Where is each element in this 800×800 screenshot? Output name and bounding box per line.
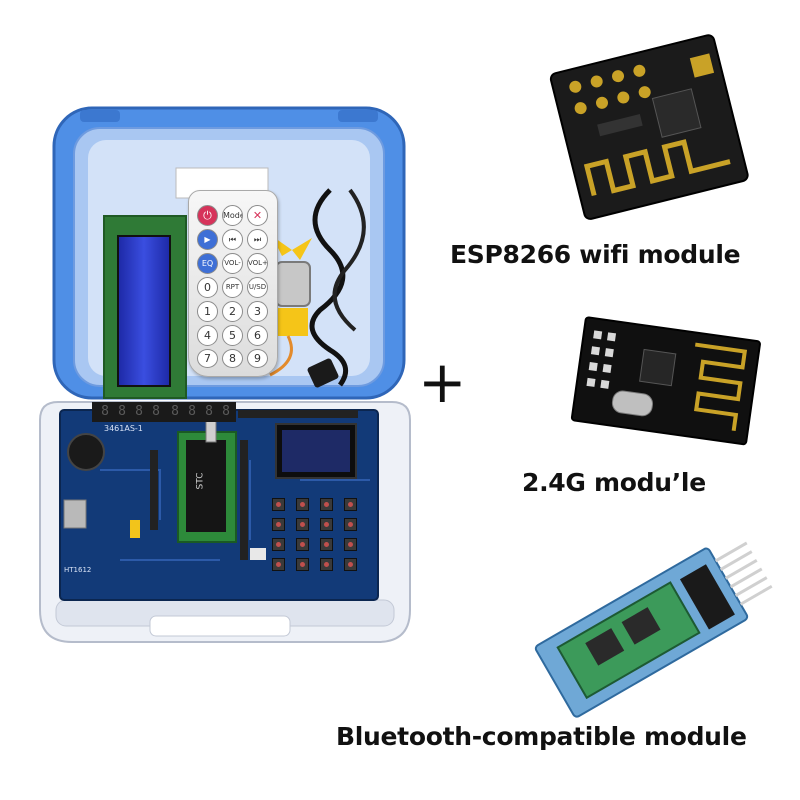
seg-digit: 8 — [101, 404, 109, 419]
tactile-button — [296, 498, 309, 511]
esp8266-module-image — [549, 34, 749, 220]
remote-button-rpt: RPT — [222, 277, 243, 298]
remote-button-4: 4 — [197, 325, 218, 346]
mute-icon: ✕ — [247, 205, 268, 226]
remote-button-5: 5 — [222, 325, 243, 346]
remote-button-usd: U/SD — [247, 277, 268, 298]
seg-digit: 8 — [205, 404, 213, 419]
remote-button-8: 8 — [222, 349, 243, 368]
rf-module-label: 2.4G modu’le — [522, 468, 706, 497]
lcd-screen — [117, 235, 171, 387]
remote-button-1: 1 — [197, 301, 218, 322]
bluetooth-module-label: Bluetooth-compatible module — [336, 722, 747, 751]
remote-button-0: 0 — [197, 277, 218, 298]
bluetooth-module-image — [534, 541, 773, 718]
tactile-button — [320, 538, 333, 551]
tactile-button — [344, 498, 357, 511]
tactile-button — [296, 558, 309, 571]
tactile-button — [296, 518, 309, 531]
lcd-1602-module — [103, 215, 187, 399]
plus-sign: + — [418, 348, 467, 416]
ir-remote-control: ⏻ Mode ✕ ▶ ⏮ ⏭ EQ VOL- VOL+ 0 RPT U/SD 1… — [188, 190, 278, 377]
tactile-button — [320, 498, 333, 511]
tactile-button — [272, 538, 285, 551]
esp8266-label: ESP8266 wifi module — [450, 240, 741, 269]
tactile-button — [272, 498, 285, 511]
seg-digit: 8 — [118, 404, 126, 419]
display-part-number: 3461AS-1 — [104, 424, 143, 433]
tactile-keypad — [272, 498, 372, 578]
remote-button-vol-up: VOL+ — [247, 253, 268, 274]
remote-button-9: 9 — [247, 349, 268, 368]
tactile-button — [320, 518, 333, 531]
buzzer — [67, 433, 105, 471]
remote-button-next: ⏭ — [247, 229, 268, 250]
board-marking: HT1612 — [64, 566, 92, 574]
tactile-button — [344, 538, 357, 551]
tactile-button — [320, 558, 333, 571]
remote-button-7: 7 — [197, 349, 218, 368]
seg-digit: 8 — [152, 404, 160, 419]
power-icon: ⏻ — [197, 205, 218, 226]
tactile-button — [344, 558, 357, 571]
seg-digit: 8 — [135, 404, 143, 419]
rf-2-4g-module-image — [570, 316, 761, 446]
remote-button-6: 6 — [247, 325, 268, 346]
remote-button-prev: ⏮ — [222, 229, 243, 250]
tactile-button — [272, 518, 285, 531]
seg-digit: 8 — [222, 404, 230, 419]
motor-fan — [269, 236, 312, 377]
pcb-board — [59, 409, 379, 601]
remote-button-2: 2 — [222, 301, 243, 322]
seg-digit: 8 — [171, 404, 179, 419]
usb-cable — [307, 188, 366, 388]
tactile-button — [272, 558, 285, 571]
play-pause-icon: ▶ — [197, 229, 218, 250]
mcu-marking: STC — [195, 472, 206, 490]
tactile-button — [344, 518, 357, 531]
tactile-button — [296, 538, 309, 551]
remote-button-vol-down: VOL- — [222, 253, 243, 274]
remote-button-3: 3 — [247, 301, 268, 322]
remote-button-eq: EQ — [197, 253, 218, 274]
remote-button-mode: Mode — [222, 205, 243, 226]
mcu-chip — [186, 440, 226, 532]
seven-segment-display: 8 8 8 8 8 8 8 8 — [92, 402, 236, 422]
seg-digit: 8 — [188, 404, 196, 419]
usb-port — [63, 499, 87, 529]
